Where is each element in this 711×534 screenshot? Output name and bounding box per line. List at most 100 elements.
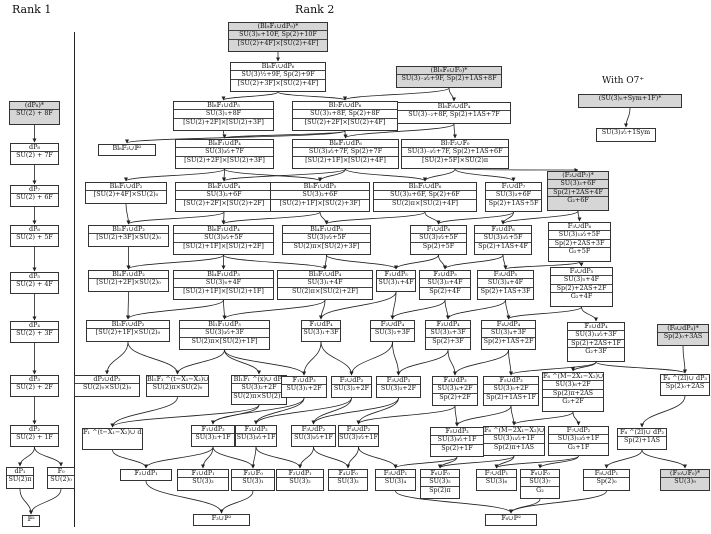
- edge-d2-e2: [222, 168, 346, 182]
- node-label: Sp(2)+1F: [431, 443, 483, 452]
- node-label: SU(2)π×[SU(2)+3F]: [283, 241, 370, 250]
- node-label: (SU(3)₀+Sym+1F)*: [598, 94, 662, 102]
- node-c4: Bl₈𝔽₂∪ℙ²: [98, 144, 156, 156]
- node-label: SU(3)₀+10F, Sp(2)+10F: [229, 30, 327, 38]
- node-label: SU(3)₃+6F: [486, 190, 541, 198]
- node-h1: Bl₃𝔽₁∪dP₂[SU(2)+1F]×SU(2)₀: [86, 320, 170, 342]
- node-label: SU(3)₅+2F: [484, 384, 538, 392]
- node-label: SU(3)₄: [376, 477, 415, 485]
- node-label: 𝔽₇∪dP₁: [484, 469, 509, 477]
- edge-e1-f1: [125, 203, 131, 225]
- node-label: SU(3)½+9F, Sp(2)+9F: [231, 70, 325, 78]
- edge-i9-j8: [572, 411, 581, 426]
- edge-e3-f2: [221, 211, 321, 225]
- node-label: dP₁: [14, 467, 26, 475]
- edge-b3-b4: [624, 107, 631, 128]
- edge-i8-j6: [455, 405, 512, 427]
- node-label: SU(3)₂+6F: [271, 190, 369, 198]
- node-label: 𝔽₈∪dP₁: [594, 469, 619, 477]
- node-a1: (Bl₉𝔽₁∪dP₉)*SU(3)₀+10F, Sp(2)+10F[SU(2)+…: [228, 22, 328, 52]
- node-label: SU(3)₄+3F: [482, 328, 535, 336]
- node-label: Sp(2)+1AS+2F: [482, 336, 535, 345]
- edge-g5-h4: [390, 299, 446, 320]
- node-label: SU(3)₂: [277, 477, 323, 485]
- node-label: Sp(2)₀+3AS: [658, 332, 708, 340]
- node-r1_dp8h: (dP₈)*SU(2) + 8F: [9, 101, 60, 125]
- rank-divider: [74, 32, 75, 527]
- node-label: Bl₇𝔽₂∪𝔽₀: [440, 139, 470, 147]
- node-label: SU(2)π×[SU(2)+1F]: [180, 336, 269, 345]
- edge-h2-i3: [224, 349, 261, 375]
- edge-i3-j1: [110, 404, 260, 428]
- node-i9: 𝔽₆ ^(M−2X₁−X₂)∪ dP₃SU(3)₆+2FSp(2)π+2ASG₂…: [542, 372, 604, 412]
- node-label: SU(3)₃⁄₂+1F: [236, 433, 276, 442]
- node-label: 𝔽₄∪dP₂: [346, 425, 371, 433]
- node-k1: 𝔽₂∪dP₁: [120, 469, 172, 481]
- node-label: SU(3)₅: [421, 477, 459, 485]
- edge-j4-k5: [313, 446, 350, 469]
- node-label: [SU(2)+2F]×[SU(2)+2F]: [176, 198, 272, 207]
- node-label: 𝔽₆ ^(M−2X₁−X₂)∪ dP₃: [543, 372, 604, 380]
- node-label: SU(3)₁+8F: [174, 109, 273, 117]
- node-label: Sp(2)+2AS+4F: [548, 187, 608, 196]
- node-label: G₂+4F: [551, 292, 612, 300]
- edge-d3-e6: [454, 167, 579, 172]
- node-label: SU(2)π×[SU(2)+4F]: [374, 198, 476, 207]
- node-label: 𝔽₆∪ℙ²: [501, 514, 521, 522]
- node-label: 𝔽₂∪dP₅: [433, 270, 457, 278]
- node-label: Bl₆𝔽₁∪dP₂: [109, 182, 143, 190]
- node-label: SU(2) + 8F: [10, 109, 59, 117]
- node-label: Bl₁𝔽₁ ^(t−X₁−X₂)∪ dP₂: [147, 375, 209, 383]
- edge-h2-i2: [175, 349, 225, 375]
- edge-e4-f4: [424, 211, 441, 225]
- edge-c2-d1: [222, 130, 346, 139]
- node-label: 𝔽₂∪dP₂: [244, 425, 268, 433]
- edge-g3-h3: [319, 299, 326, 320]
- node-label: dP₆: [29, 225, 40, 233]
- node-label: [SU(2)+2F]×SU(2)₀: [89, 278, 168, 286]
- edge-b1-c1: [221, 91, 279, 101]
- node-label: 𝔽₃∪dP₄: [436, 320, 460, 328]
- node-label: SU(2) + 5F: [11, 233, 58, 241]
- node-label: SU(3)₁+2F: [282, 384, 326, 392]
- edge-j2-k2: [201, 446, 214, 469]
- node-label: SU(3)₀+4F: [174, 278, 273, 286]
- edge-f2-g1: [126, 254, 224, 270]
- edge-e6-f6: [577, 210, 582, 222]
- node-label: SU(2) + 7F: [11, 151, 58, 159]
- node-label: (𝔽₆∪dP₄)*: [667, 324, 699, 332]
- node-label: [SU(2)+4F]×SU(2)₀: [86, 190, 166, 198]
- node-label: Sp(2)π+2AS: [543, 388, 603, 397]
- node-label: SU(3)₃: [178, 477, 228, 485]
- node-label: G₂+3F: [568, 347, 624, 355]
- node-label: Sp(2)+2AS+3F: [549, 238, 610, 247]
- node-label: SU(3)₃+4F: [420, 278, 470, 286]
- node-label: Sp(2)π: [421, 485, 459, 494]
- edge-h1-i2: [127, 341, 180, 375]
- edge-j9-k11: [641, 449, 687, 469]
- edge-f6-g7: [579, 261, 584, 267]
- node-label: 𝔽₇∪dP₂: [566, 426, 591, 434]
- node-label: SU(2)π: [7, 475, 33, 484]
- node-label: SU(3)₋₂+8F, Sp(2)+1AS+7F: [398, 110, 510, 118]
- edge-j2-k3: [212, 446, 255, 469]
- edge-c1-d1: [222, 130, 227, 139]
